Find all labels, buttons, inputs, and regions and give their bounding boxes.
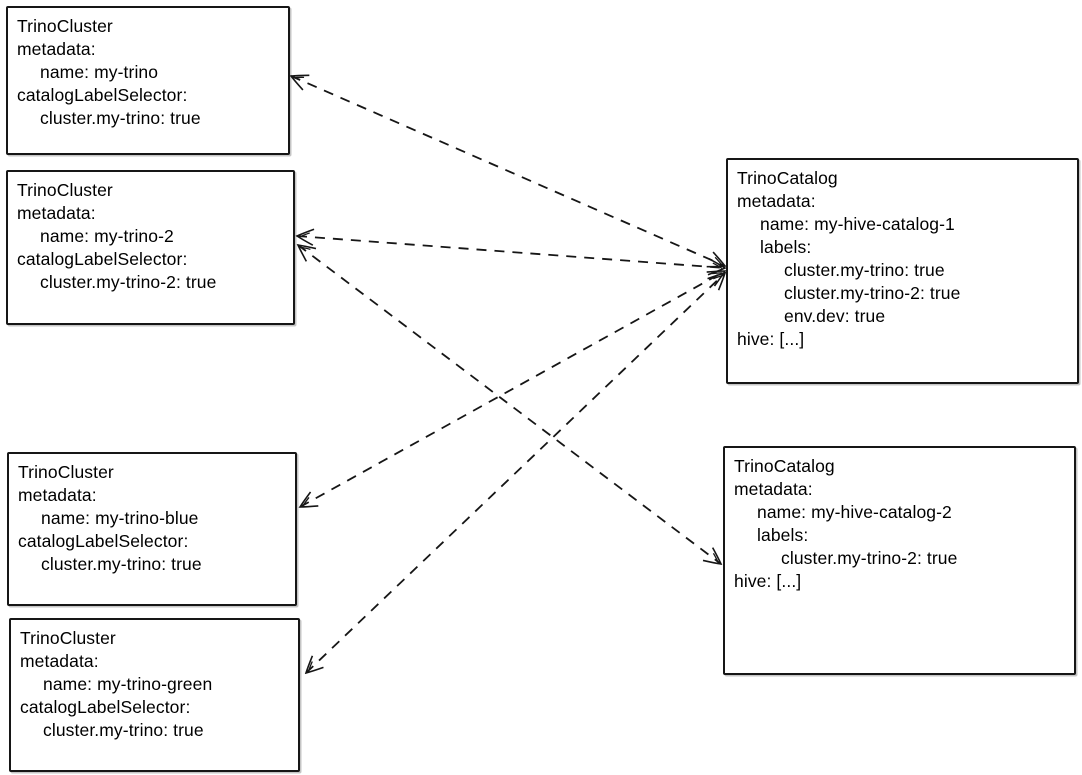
node-name-value: name: my-hive-catalog-1 [760,214,955,234]
node-metadata-label: metadata: [20,651,99,671]
node-name-value: name: my-trino-2 [40,226,174,246]
node-selector-label: catalogLabelSelector: [17,249,188,269]
node-trino-cluster-my-trino: TrinoCluster metadata: name: my-trino ca… [6,6,290,155]
node-selector-label: catalogLabelSelector: [18,531,189,551]
edge-catalog-1-to-cluster-my-trino-2 [297,236,725,268]
node-metadata-label: metadata: [737,191,816,211]
node-trino-catalog-my-hive-catalog-2: TrinoCatalog metadata: name: my-hive-cat… [723,446,1076,675]
node-hive-label: hive: [...] [737,329,805,349]
node-kind-label: TrinoCluster [20,628,116,648]
edge-catalog-1-to-cluster-my-trino-green [306,273,725,673]
node-label-value: cluster.my-trino-2: true [784,283,961,303]
node-hive-label: hive: [...] [734,571,802,591]
edge-catalog-1-to-cluster-my-trino-blue [300,271,725,507]
node-metadata-label: metadata: [17,203,96,223]
node-trino-cluster-my-trino-blue: TrinoCluster metadata: name: my-trino-bl… [7,452,297,606]
node-labels-label: labels: [760,237,812,257]
node-kind-label: TrinoCluster [18,462,114,482]
node-name-value: name: my-trino-blue [41,508,199,528]
node-trino-catalog-my-hive-catalog-1: TrinoCatalog metadata: name: my-hive-cat… [726,158,1079,384]
node-trino-cluster-my-trino-2: TrinoCluster metadata: name: my-trino-2 … [6,170,295,325]
node-kind-label: TrinoCluster [17,180,113,200]
node-kind-label: TrinoCluster [17,16,113,36]
node-label-value: cluster.my-trino: true [784,260,945,280]
node-selector-label: catalogLabelSelector: [17,85,188,105]
node-kind-label: TrinoCatalog [737,168,838,188]
node-metadata-label: metadata: [18,485,97,505]
node-selector-value: cluster.my-trino-2: true [40,272,217,292]
node-selector-value: cluster.my-trino: true [40,108,201,128]
node-labels-label: labels: [757,525,809,545]
node-trino-cluster-my-trino-green: TrinoCluster metadata: name: my-trino-gr… [9,618,300,772]
node-label-value: env.dev: true [784,306,886,326]
edge-catalog-2-to-cluster-my-trino-2 [298,245,721,564]
edge-catalog-1-to-cluster-my-trino [291,76,725,266]
node-metadata-label: metadata: [734,479,813,499]
node-name-value: name: my-trino-green [43,674,213,694]
node-selector-value: cluster.my-trino: true [43,720,204,740]
node-name-value: name: my-hive-catalog-2 [757,502,952,522]
node-label-value: cluster.my-trino-2: true [781,548,958,568]
node-name-value: name: my-trino [40,62,159,82]
node-metadata-label: metadata: [17,39,96,59]
node-kind-label: TrinoCatalog [734,456,835,476]
node-selector-value: cluster.my-trino: true [41,554,202,574]
node-selector-label: catalogLabelSelector: [20,697,191,717]
